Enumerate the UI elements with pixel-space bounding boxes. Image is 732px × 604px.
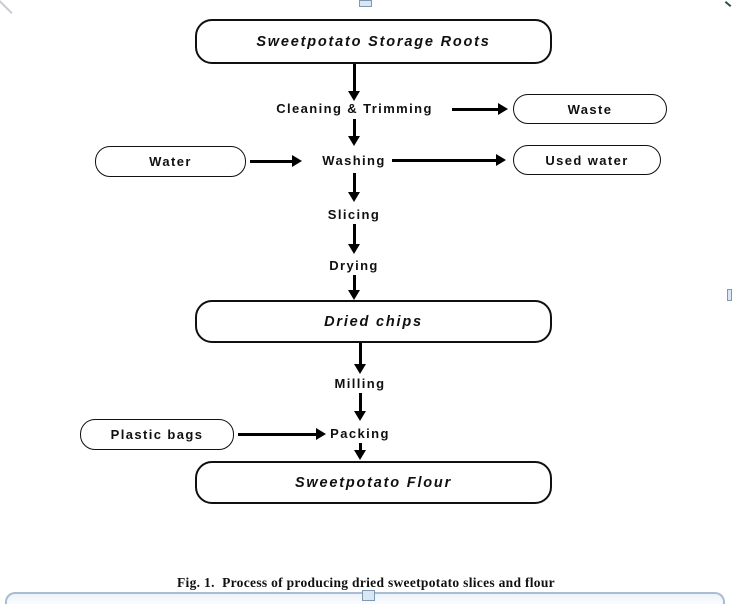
arrow-shaft bbox=[452, 108, 499, 111]
arrow-shaft bbox=[353, 275, 356, 291]
node-sweetpotato-flour[interactable]: Sweetpotato Flour bbox=[195, 461, 552, 504]
arrow-head-icon bbox=[348, 91, 360, 101]
corner-artifact-icon bbox=[0, 0, 13, 14]
arrow-shaft bbox=[359, 443, 362, 451]
arrow-washing-to-used-water bbox=[392, 154, 506, 167]
resize-handle-right-icon[interactable] bbox=[727, 289, 732, 301]
arrow-shaft bbox=[353, 173, 356, 193]
node-sweetpotato-storage-roots[interactable]: Sweetpotato Storage Roots bbox=[195, 19, 552, 64]
arrow-head-icon bbox=[316, 428, 326, 440]
step-washing[interactable]: Washing bbox=[322, 153, 386, 168]
arrow-shaft bbox=[392, 159, 497, 162]
arrow-head-icon bbox=[348, 192, 360, 202]
arrow-washing-to-slicing bbox=[348, 173, 361, 202]
resize-handle-bottom-icon[interactable] bbox=[362, 590, 375, 601]
arrow-shaft bbox=[250, 160, 293, 163]
step-milling[interactable]: Milling bbox=[334, 376, 386, 391]
arrow-slicing-to-drying bbox=[348, 224, 361, 254]
arrow-drying-to-dried-chips bbox=[348, 275, 361, 300]
arrow-shaft bbox=[353, 224, 356, 245]
arrow-head-icon bbox=[292, 155, 302, 167]
arrow-head-icon bbox=[348, 290, 360, 300]
arrow-chips-to-milling bbox=[354, 343, 367, 374]
node-dried-chips[interactable]: Dried chips bbox=[195, 300, 552, 343]
node-used-water[interactable]: Used water bbox=[513, 145, 661, 175]
arrow-cleaning-to-washing bbox=[348, 119, 361, 146]
arrow-bags-to-packing bbox=[238, 428, 326, 441]
arrow-shaft bbox=[359, 393, 362, 412]
node-label: Waste bbox=[567, 101, 613, 117]
node-label: Water bbox=[149, 154, 192, 169]
node-label: Plastic bags bbox=[110, 427, 204, 442]
node-water[interactable]: Water bbox=[95, 146, 246, 177]
node-waste[interactable]: Waste bbox=[513, 94, 667, 124]
arrow-head-icon bbox=[498, 103, 508, 115]
arrow-shaft bbox=[238, 433, 317, 436]
arrow-packing-to-flour bbox=[354, 443, 367, 460]
step-packing[interactable]: Packing bbox=[330, 426, 390, 441]
arrow-shaft bbox=[353, 64, 356, 92]
arrow-head-icon bbox=[496, 154, 506, 166]
node-plastic-bags[interactable]: Plastic bags bbox=[80, 419, 234, 450]
step-drying[interactable]: Drying bbox=[329, 258, 379, 273]
node-label: Sweetpotato Flour bbox=[294, 474, 453, 491]
arrow-shaft bbox=[359, 343, 362, 365]
arrow-shaft bbox=[353, 119, 356, 137]
arrow-head-icon bbox=[354, 450, 366, 460]
arrow-head-icon bbox=[348, 136, 360, 146]
node-label: Sweetpotato Storage Roots bbox=[256, 33, 491, 50]
arrow-head-icon bbox=[354, 411, 366, 421]
arrow-cleaning-to-waste bbox=[452, 103, 508, 116]
arrow-head-icon bbox=[354, 364, 366, 374]
node-label: Used water bbox=[545, 152, 629, 168]
arrow-milling-to-packing bbox=[354, 393, 367, 421]
arrow-head-icon bbox=[348, 244, 360, 254]
arrow-water-to-washing bbox=[250, 155, 302, 168]
figure-caption: Fig. 1. Process of producing dried sweet… bbox=[177, 575, 555, 590]
step-cleaning-trimming[interactable]: Cleaning & Trimming bbox=[276, 101, 433, 116]
resize-handle-top-icon[interactable] bbox=[359, 0, 372, 7]
step-slicing[interactable]: Slicing bbox=[327, 207, 381, 222]
arrow-roots-to-cleaning bbox=[348, 64, 361, 101]
corner-artifact-icon bbox=[724, 1, 732, 8]
node-label: Dried chips bbox=[324, 313, 423, 330]
